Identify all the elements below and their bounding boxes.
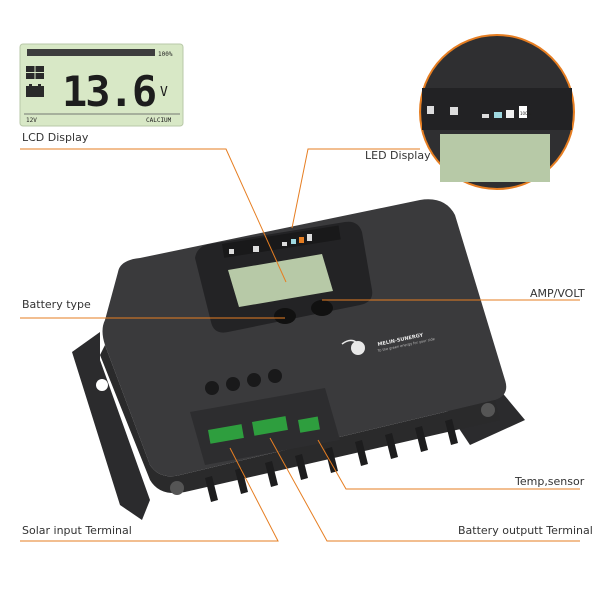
lcd-battery-type: CALCIUM [146,117,172,124]
device-lcd-screen [228,254,333,307]
battery-output-terminal [252,416,288,436]
label-lcd-display: LCD Display [22,131,89,144]
lcd-reading: 13.6 [62,67,156,116]
lcd-voltage: 12V [26,117,37,124]
amp-volt-button [311,300,333,316]
label-led-display: LED Display [365,149,431,162]
solar-panel-icon [26,66,44,79]
controller-body: MELIN-SUNERGY To the green energy for yo… [100,199,507,502]
label-battery-type: Battery type [22,298,91,311]
label-solar-input: Solar input Terminal [22,524,132,537]
callout-lines [20,148,580,542]
solar-led-icon [427,106,434,114]
led-zoom-circle: 100% [419,34,575,190]
lcd-unit: V [160,85,168,100]
label-amp-volt: AMP/VOLT [530,287,585,300]
label-battery-output: Battery outputt Terminal [458,524,593,537]
battery-type-button [274,308,296,324]
battery-led-icon [450,107,458,115]
lcd-inset: 100% 13.6 V 12V CALCIUM [19,43,184,127]
zoom-badge-box [519,106,527,118]
lcd-percent: 100% [158,51,173,58]
temp-sensor-terminal [298,416,320,433]
solar-input-terminal [207,424,244,444]
battery-icon [26,84,44,97]
zoom-badge: 100% [520,111,532,116]
level-bar-fill [27,49,155,56]
label-temp-sensor: Temp,sensor [515,475,585,488]
brand-logo [341,339,365,355]
